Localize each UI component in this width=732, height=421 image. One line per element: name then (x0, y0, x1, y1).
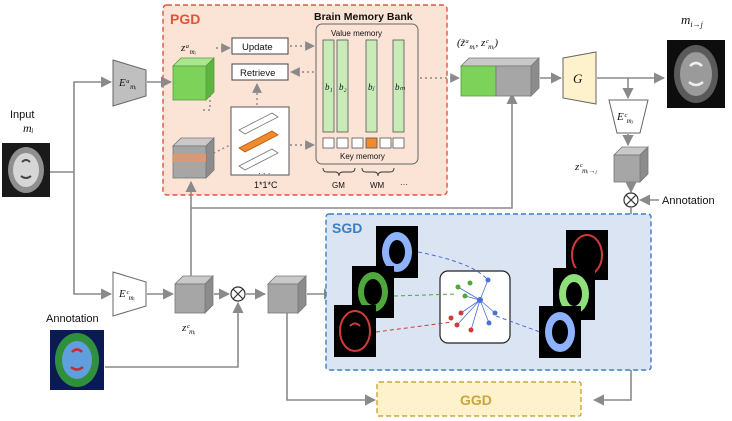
seg-image-blue-right (539, 306, 581, 358)
kernel-label: 1*1*C (254, 180, 278, 190)
kernel-slab-1 (238, 112, 279, 135)
svg-text:zᵃmᵢ: zᵃmᵢ (180, 42, 196, 56)
pgd-feature-cube (172, 137, 215, 179)
retrieve-box (231, 63, 289, 81)
group-more: ··· (400, 180, 408, 189)
input-title: Input (10, 109, 34, 121)
svg-text:zᶜmᵢ→ⱼ: zᶜmᵢ→ⱼ (574, 161, 597, 175)
z-cij-cube (613, 146, 649, 183)
encoder-cj-sub: mⱼ (627, 117, 634, 125)
output-label: m (681, 12, 690, 27)
memory-bank-title: Brain Memory Bank (314, 11, 413, 23)
value-slot-3 (365, 39, 378, 133)
key-cell-3 (351, 137, 364, 149)
output-brain-image (667, 40, 725, 108)
group-wm: WM (370, 181, 385, 190)
update-box (231, 37, 289, 55)
svg-text:zᶜmᵢ: zᶜmᵢ (181, 322, 195, 336)
retrieve-label: Retrieve (240, 68, 275, 79)
pair-label-close: ) (493, 37, 498, 49)
seg-image-blue-left (376, 226, 418, 278)
svg-text:mi→j: mi→j (681, 12, 704, 29)
output-sub: i→j (690, 20, 703, 29)
kernel-slab-3 (238, 148, 279, 171)
input-var: mᵢ (23, 121, 34, 135)
annotation-left-label: Annotation (46, 313, 99, 325)
value-slot-1 (322, 39, 335, 133)
z-c-cube (174, 275, 214, 314)
cluster-box (439, 270, 511, 344)
svg-text:Eᶜmᵢ: Eᶜmᵢ (118, 288, 135, 302)
kernel-slab-2 (238, 130, 279, 153)
z-c-sub: mᵢ (189, 328, 195, 336)
slot-label-bm: bₘ (395, 82, 406, 92)
group-gm: GM (332, 181, 345, 190)
cluster-points (448, 277, 498, 333)
combined-feature-cube (267, 275, 307, 314)
z-a-label: zᵃ (180, 42, 190, 54)
memory-bank-box (315, 23, 419, 165)
annotation-right-label: Annotation (662, 195, 715, 207)
key-memory-label: Key memory (340, 152, 385, 161)
svg-text:(z̃ᵃmᵢ, zᶜmᵢ): (z̃ᵃmᵢ, zᶜmᵢ) (457, 37, 498, 51)
key-cell-6 (392, 137, 405, 149)
value-memory-label: Value memory (331, 29, 382, 38)
ggd-title: GGD (460, 392, 492, 408)
svg-text:Eᶜmⱼ: Eᶜmⱼ (616, 111, 634, 125)
annotation-brain-image (50, 330, 104, 390)
encoder-a-label: Eᵃ (118, 77, 130, 89)
update-label: Update (242, 42, 273, 53)
pair-cube (460, 57, 540, 97)
z-c-label: zᶜ (181, 322, 190, 334)
slot-label-bj: bⱼ (368, 82, 376, 92)
key-cell-1 (322, 137, 335, 149)
key-cell-4 (365, 137, 378, 149)
pgd-title: PGD (170, 11, 200, 27)
encoder-c-label: Eᶜ (118, 288, 130, 300)
sgd-title: SGD (332, 220, 362, 236)
value-slot-2 (336, 39, 349, 133)
z-cij-sub: mᵢ→ⱼ (582, 167, 597, 175)
brace-gm (322, 167, 356, 177)
seg-image-red-left (334, 305, 376, 357)
ggd-region (376, 381, 582, 417)
z-a-sub: mᵢ (190, 48, 196, 56)
pair-sub-1: mᵢ (469, 43, 475, 51)
key-cell-5 (379, 137, 392, 149)
slot-label-b2: b₂ (339, 82, 347, 92)
value-slot-4 (392, 39, 405, 133)
encoder-cj (608, 99, 649, 134)
z-cij-label: zᶜ (574, 161, 583, 173)
kernel-dots: · · · (258, 169, 270, 178)
key-cell-2 (336, 137, 349, 149)
generator-g (562, 51, 597, 105)
encoder-c-sub: mᵢ (129, 294, 135, 302)
pair-label-open: (z̃ᵃ (457, 37, 469, 49)
generator-label: G (573, 71, 583, 86)
input-brain-image (2, 143, 50, 197)
svg-text:Eᵃmᵢ: Eᵃmᵢ (118, 77, 136, 91)
encoder-c (112, 271, 147, 317)
brace-wm (361, 167, 395, 177)
encoder-a-sub: mᵢ (130, 83, 136, 91)
encoder-a (112, 59, 147, 107)
z-a-cube (172, 57, 215, 101)
encoder-cj-label: Eᶜ (616, 111, 628, 123)
slot-label-b1: b₁ (325, 82, 333, 92)
pair-label-mid: , zᶜ (476, 37, 490, 49)
pair-sub-2: mᵢ (488, 43, 494, 51)
